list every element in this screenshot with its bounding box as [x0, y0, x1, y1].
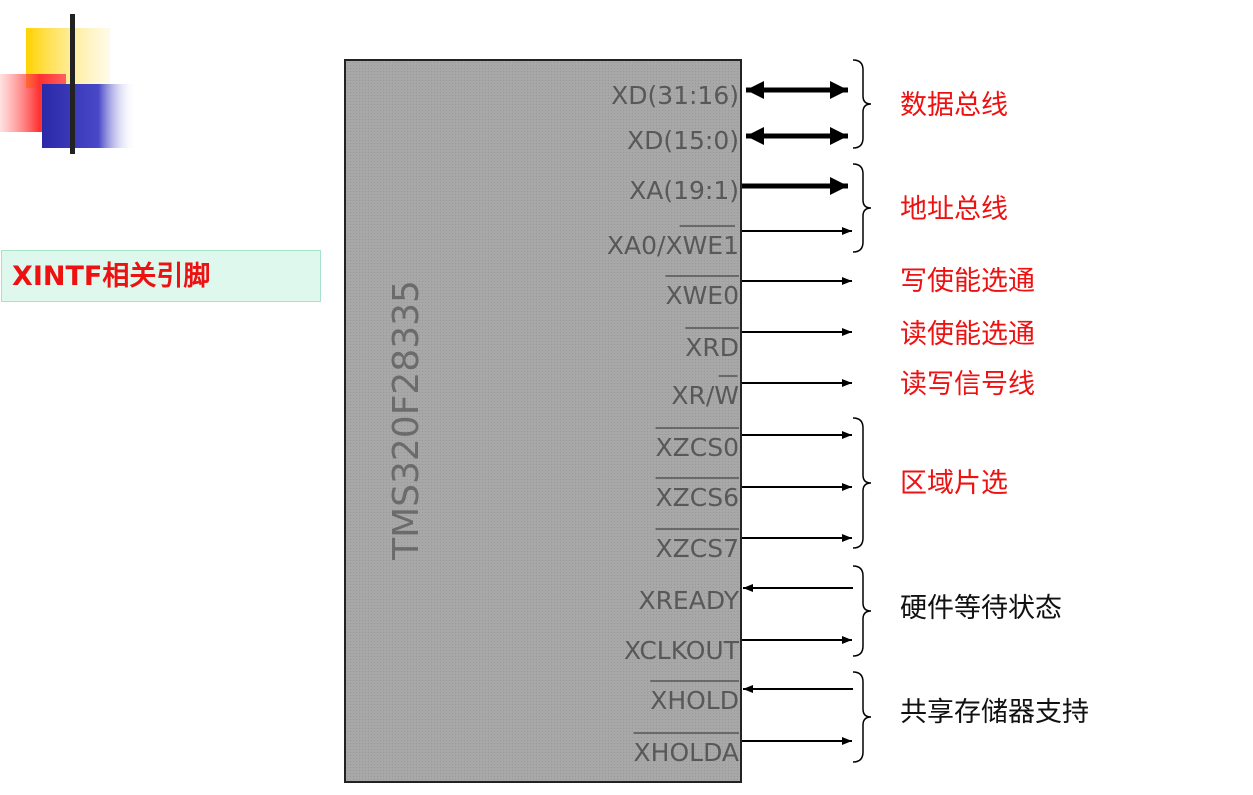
group-brace — [852, 671, 872, 763]
group-label: 共享存储器支持 — [900, 697, 1089, 728]
chip-block — [344, 59, 742, 783]
pin-label: XR/W — [671, 381, 739, 410]
group-label: 区域片选 — [900, 468, 1008, 499]
group-label: 地址总线 — [900, 194, 1008, 225]
group-brace — [852, 565, 872, 657]
pin-label: XD(31:16) — [611, 81, 739, 110]
group-label: 数据总线 — [900, 90, 1008, 121]
pin-label: XA(19:1) — [629, 176, 739, 205]
blue-square — [42, 84, 136, 148]
group-label: 读使能选通 — [900, 319, 1035, 350]
pin-label: XCLKOUT — [624, 636, 739, 665]
pin-label: XHOLDA — [633, 738, 739, 767]
group-label: 硬件等待状态 — [900, 593, 1062, 624]
pin-label: XZCS6 — [655, 483, 739, 512]
group-brace — [852, 417, 872, 549]
pin-label: XZCS0 — [655, 433, 739, 462]
group-label: 写使能选通 — [900, 266, 1035, 297]
pin-label: XHOLD — [650, 686, 739, 715]
pin-label: XRD — [685, 333, 739, 362]
pin-label: XREADY — [638, 586, 739, 615]
pin-label: XZCS7 — [655, 534, 739, 563]
group-brace — [852, 163, 872, 253]
title-box: XINTF相关引脚 — [1, 250, 321, 302]
corner-decoration — [0, 14, 136, 154]
pin-label: XA0/XWE1 — [606, 231, 739, 260]
slide-title: XINTF相关引脚 — [12, 261, 211, 292]
group-label: 读写信号线 — [900, 369, 1035, 400]
group-brace — [852, 59, 872, 149]
pin-label: XD(15:0) — [626, 126, 739, 155]
pin-label: XWE0 — [665, 281, 739, 310]
vertical-bar — [70, 14, 75, 154]
